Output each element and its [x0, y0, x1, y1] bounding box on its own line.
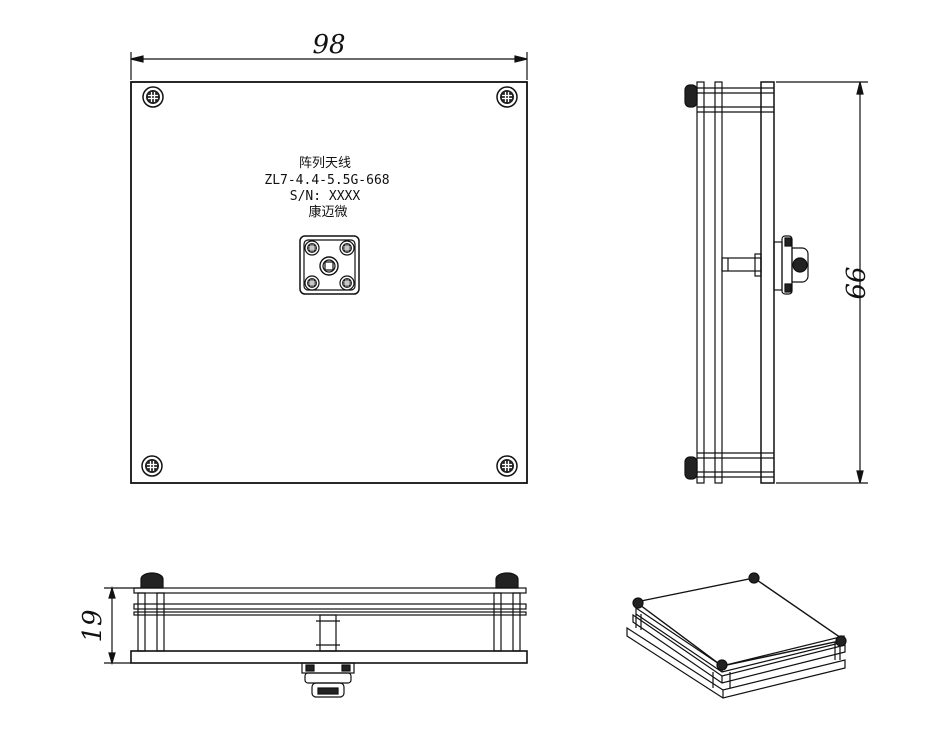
side-connector-icon [773, 235, 809, 295]
corner-screw-icon [496, 455, 518, 477]
rf-connector-icon [299, 235, 360, 295]
isometric-view [626, 572, 847, 699]
bottom-connector-icon [301, 662, 355, 698]
height-dimension-text: 99 [839, 266, 869, 299]
corner-screw-icon [496, 86, 518, 108]
antenna-plate [130, 81, 528, 484]
width-dimension-text: 98 [312, 30, 345, 60]
thickness-dimension-line [104, 585, 141, 666]
bottom-view: 19 [78, 572, 528, 698]
front-view: 98 阵列天线 ZL7-4.4-5.5G-668 S/N: XXXX 康迈微 [130, 30, 528, 484]
height-dimension-line [776, 81, 868, 484]
width-dimension-line [130, 52, 528, 80]
label-line-name: 阵列天线 [299, 156, 351, 171]
label-line-serial: S/N: XXXX [290, 189, 361, 204]
corner-screw-icon [142, 86, 164, 108]
base-plate [130, 650, 528, 664]
center-pin [316, 614, 340, 652]
corner-screw-icon [141, 455, 163, 477]
side-view: 99 [684, 81, 869, 484]
connector-pin [721, 253, 762, 277]
thickness-dimension-text: 19 [78, 609, 108, 642]
label-line-model: ZL7-4.4-5.5G-668 [264, 173, 389, 188]
label-line-brand: 康迈微 [308, 204, 347, 220]
